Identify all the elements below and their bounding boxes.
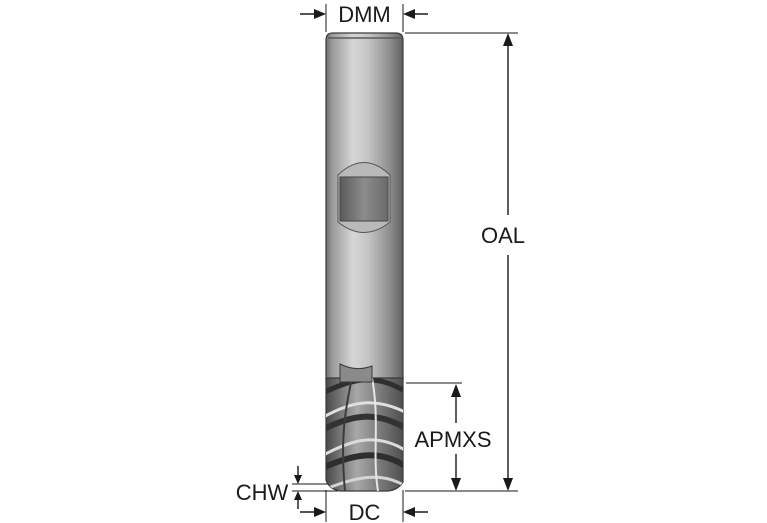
oal-label: OAL [481, 223, 525, 248]
dmm-label: DMM [338, 2, 391, 27]
apmxs-label: APMXS [414, 427, 491, 452]
chw-label: CHW [236, 480, 289, 505]
tool-flutes [325, 363, 404, 492]
dc-label: DC [349, 500, 381, 523]
chw-dimension: CHW [236, 466, 338, 509]
dc-dimension: DC [300, 490, 428, 523]
weldon-flat [337, 162, 391, 233]
oal-dimension: OAL [405, 32, 525, 492]
dmm-dimension: DMM [300, 2, 428, 32]
end-mill-tool [325, 32, 404, 492]
apmxs-dimension: APMXS [406, 382, 492, 491]
